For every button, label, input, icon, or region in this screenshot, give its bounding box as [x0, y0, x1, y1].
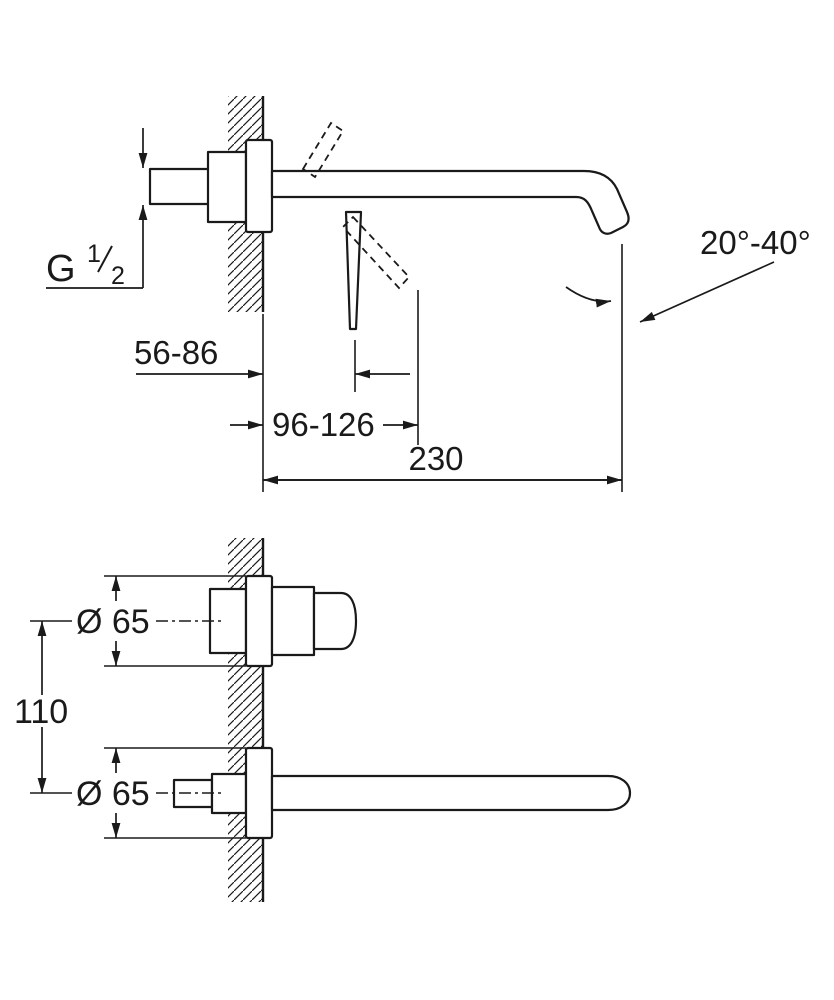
- handle-lever: [344, 210, 363, 331]
- handle-position-up-dashed: [301, 121, 345, 179]
- escutcheon-side: [244, 138, 274, 234]
- dim-110-label: 110: [14, 693, 68, 731]
- dim-96-126-label: 96-126: [272, 406, 375, 443]
- dia-spout-label: Ø 65: [76, 775, 150, 813]
- handle-assembly: [156, 574, 358, 668]
- handle-grip: [312, 591, 358, 651]
- annotation-spout-angle: 20°-40°: [565, 224, 811, 323]
- spout-assembly: [156, 746, 632, 840]
- dimension-dia-handle: Ø 65: [76, 576, 150, 666]
- dimension-56-86: 56-86: [134, 334, 410, 379]
- handle-escutcheon: [244, 574, 274, 668]
- dim-230-label: 230: [408, 440, 463, 477]
- concealed-body: [206, 150, 248, 224]
- thread-label-denominator: 2: [111, 262, 125, 290]
- side-view: G 1 2 56-86 96-126 230 20°-40°: [46, 96, 811, 492]
- dimension-110: 110: [14, 621, 68, 793]
- supply-pipe: [148, 167, 212, 206]
- thread-fraction-slash: [97, 245, 113, 273]
- front-view: Ø 65 110 Ø 65: [14, 538, 632, 902]
- handle-concealed-body: [208, 587, 248, 655]
- spout-angle-label: 20°-40°: [700, 224, 811, 261]
- dimension-thread: G 1 2: [46, 128, 148, 290]
- spout-tube: [270, 774, 632, 812]
- dimension-dia-spout: Ø 65: [76, 748, 150, 838]
- spout-angle-leader: [639, 261, 775, 323]
- spout-concealed-body: [210, 772, 248, 815]
- spout-escutcheon: [244, 746, 274, 840]
- dim-56-86-label: 56-86: [134, 334, 218, 371]
- thread-label-g: G: [46, 248, 76, 290]
- dimension-96-126: 96-126: [230, 406, 418, 443]
- spout-profile: [270, 169, 630, 235]
- thread-label-numerator: 1: [87, 240, 101, 268]
- handle-position-swung-dashed: [341, 215, 411, 290]
- dimension-230: 230: [263, 440, 622, 485]
- dia-handle-label: Ø 65: [76, 603, 150, 641]
- spout-angle-arc-arrow: [565, 286, 612, 308]
- handle-base-block: [270, 585, 316, 657]
